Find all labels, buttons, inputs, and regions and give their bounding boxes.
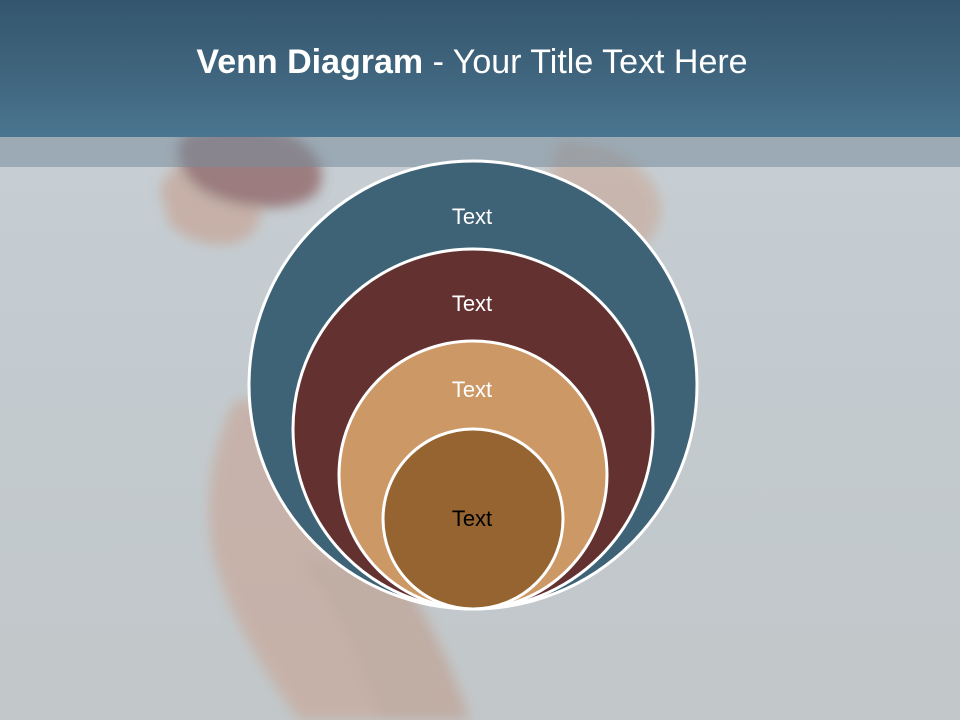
slide-title-rest: - Your Title Text Here — [423, 43, 748, 81]
venn-label-third: Text — [452, 377, 492, 402]
venn-label-outer: Text — [452, 204, 492, 229]
slide-title-bold: Venn Diagram — [196, 43, 424, 81]
slide-title: Venn Diagram - Your Title Text Here — [0, 40, 944, 84]
venn-label-inner: Text — [452, 506, 492, 531]
venn-label-second: Text — [452, 291, 492, 316]
title-bar — [0, 0, 960, 137]
venn-circle-inner[interactable] — [381, 427, 565, 611]
